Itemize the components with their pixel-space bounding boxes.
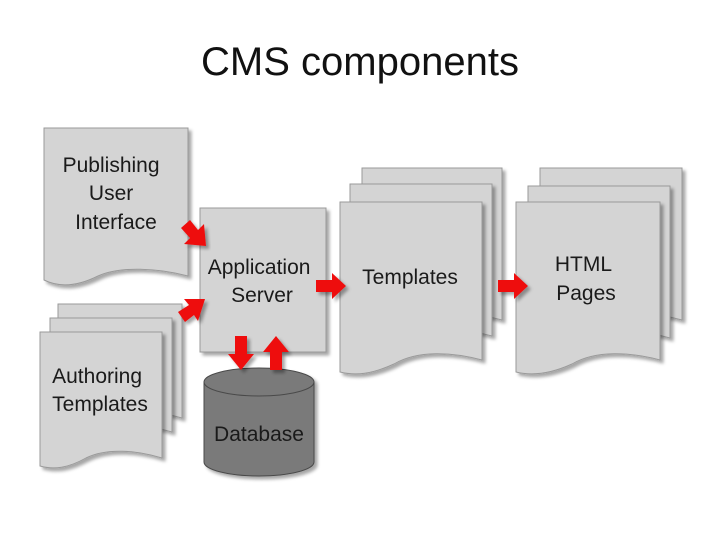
html-pages-front-shape bbox=[515, 201, 661, 375]
authoring-templates-stack bbox=[39, 303, 183, 469]
application-server-label-line-1: Application bbox=[208, 256, 311, 279]
authoring-templates-front-shape bbox=[39, 331, 163, 469]
application-server-label-line-2: Server bbox=[231, 284, 293, 307]
arrow-templates-to-html bbox=[498, 273, 528, 299]
arrow-database-to-server bbox=[263, 336, 289, 370]
html-pages-label: HTML Pages bbox=[555, 253, 617, 305]
templates-front-shape bbox=[339, 201, 483, 375]
publishing-ui-label-line-3: Interface bbox=[75, 211, 157, 234]
publishing-ui-label-line-1: Publishing bbox=[63, 154, 160, 177]
templates-stack bbox=[339, 167, 503, 375]
slide-title: CMS components bbox=[201, 40, 519, 84]
html-pages-label-line-1: HTML bbox=[555, 253, 611, 276]
authoring-templates-label: Authoring Templates bbox=[52, 365, 148, 416]
publishing-ui-label: Publishing User Interface bbox=[63, 154, 166, 234]
templates-label-line-1: Templates bbox=[362, 266, 458, 289]
publishing-ui-shape bbox=[43, 127, 189, 286]
publishing-ui-document bbox=[43, 127, 189, 286]
application-server-box bbox=[199, 207, 327, 353]
templates-label: Templates bbox=[362, 266, 458, 289]
database-body-shape bbox=[203, 381, 315, 477]
publishing-ui-label-line-2: User bbox=[89, 182, 133, 205]
application-server-label: Application Server bbox=[208, 256, 317, 307]
arrow-server-to-database bbox=[228, 336, 254, 370]
application-server-shape bbox=[199, 207, 327, 353]
arrow-server-to-templates bbox=[316, 273, 346, 299]
authoring-templates-label-line-2: Templates bbox=[52, 393, 148, 416]
database-label-line-1: Database bbox=[214, 423, 304, 446]
html-pages-label-line-2: Pages bbox=[556, 282, 616, 305]
database-label: Database bbox=[214, 423, 304, 446]
arrow-authoring-to-server bbox=[178, 299, 205, 322]
arrow-publishing-to-server bbox=[181, 220, 206, 246]
html-pages-stack bbox=[515, 167, 683, 375]
authoring-templates-label-line-1: Authoring bbox=[52, 365, 142, 388]
database-top-shape bbox=[203, 367, 315, 397]
database-cylinder bbox=[203, 367, 315, 477]
